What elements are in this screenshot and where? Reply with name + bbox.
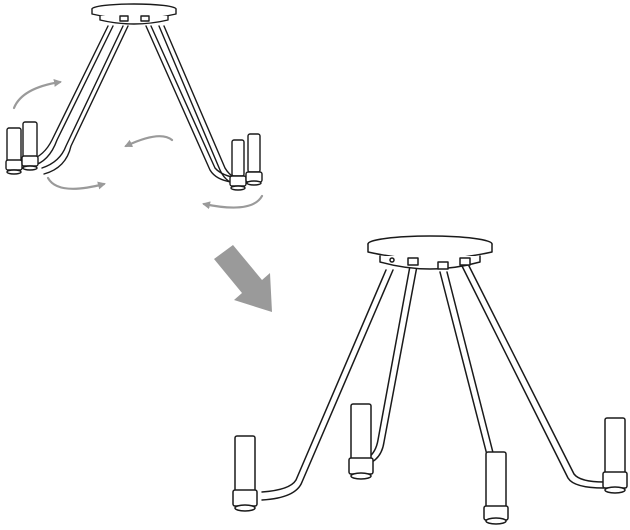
ceiling-canopy <box>91 3 177 25</box>
light-socket <box>5 127 23 175</box>
folded-arm <box>41 25 129 175</box>
light-socket <box>245 133 263 186</box>
assembled-fixture <box>232 235 628 525</box>
rotate-arrow-icon <box>124 135 174 148</box>
spread-arm <box>461 265 605 489</box>
light-socket <box>21 121 39 171</box>
light-socket <box>348 403 374 480</box>
folded-fixture <box>5 3 263 191</box>
big-arrow-down-right-icon <box>214 245 272 312</box>
rotate-arrow-icon <box>46 176 106 190</box>
rotate-arrow-icon <box>202 194 264 210</box>
light-socket <box>232 435 258 512</box>
light-socket <box>483 451 509 525</box>
light-socket <box>602 417 628 494</box>
spread-arm <box>261 269 394 501</box>
light-socket <box>229 139 247 191</box>
rotate-arrow-icon <box>12 78 62 110</box>
ceiling-canopy <box>367 235 493 270</box>
